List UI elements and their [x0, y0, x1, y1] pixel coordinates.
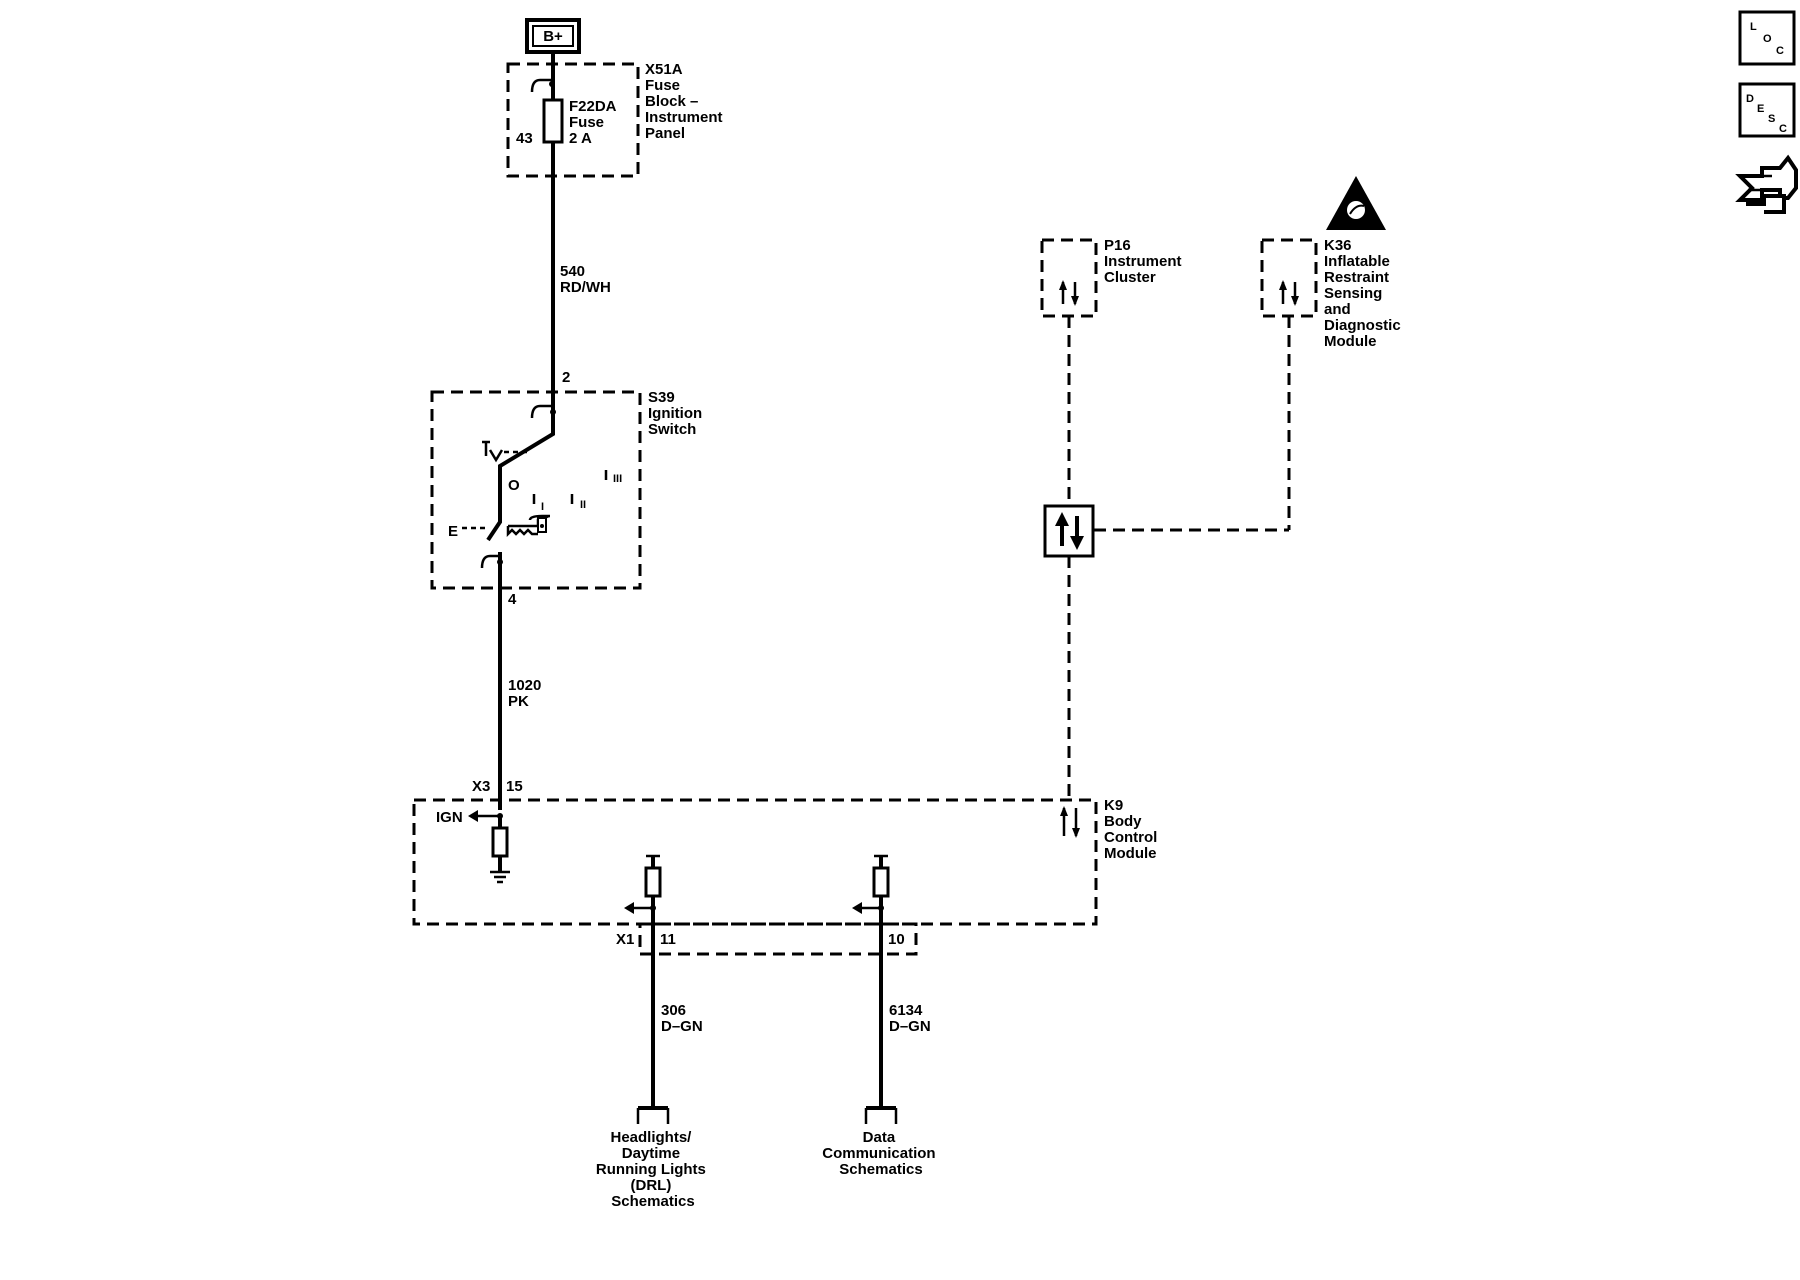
- svg-text:D: D: [1746, 93, 1754, 105]
- bcm-pin-11: 11: [660, 931, 676, 948]
- svg-text:L: L: [1750, 21, 1757, 33]
- fuse-label: F22DA Fuse 2 A: [569, 98, 620, 147]
- svg-text:C: C: [1776, 45, 1784, 57]
- ignition-switch-label: S39 Ignition Switch: [648, 389, 706, 438]
- ignition-switch-arm: [486, 412, 555, 542]
- battery-positive-box: B+: [525, 18, 581, 54]
- data-termination-icon: [864, 1106, 898, 1124]
- bidirectional-arrow-icon: [1279, 280, 1299, 306]
- bcm-label: K9 Body Control Module: [1104, 797, 1162, 862]
- airbag-module-label: K36 Inflatable Restraint Sensing and Dia…: [1324, 237, 1405, 350]
- bcm-pin-10: 10: [888, 931, 905, 948]
- wire-6134-label: 6134 D–GN: [889, 1002, 931, 1035]
- svg-text:O: O: [1763, 33, 1772, 45]
- fuse-f22da: [542, 98, 564, 144]
- bidirectional-arrow-icon: [1059, 280, 1079, 306]
- bcm-pin-15: 15: [506, 778, 523, 795]
- data-communication-schematics-link[interactable]: Data Communication Schematics: [822, 1129, 940, 1178]
- connector-x1: X1: [616, 931, 634, 948]
- data-output-circuit: [852, 854, 890, 914]
- ignition-switch-outline: [430, 390, 642, 590]
- connector-x3: X3: [472, 778, 490, 795]
- serial-data-splice-icon: [1043, 504, 1095, 558]
- key-icon: [506, 514, 551, 538]
- drl-termination-icon: [636, 1106, 670, 1124]
- airbag-module-outline: [1260, 238, 1318, 318]
- wire-306-label: 306 D–GN: [661, 1002, 703, 1035]
- svg-text:C: C: [1779, 123, 1787, 135]
- airbag-warning-icon: [1326, 176, 1386, 230]
- fuse-block-x51a: X51A Fuse Block – Instrument Panel F22DA…: [506, 61, 727, 178]
- ign-resistor: [491, 826, 509, 858]
- ground-icon: [490, 870, 510, 884]
- instrument-cluster-label: P16 Instrument Cluster: [1104, 237, 1186, 286]
- bidirectional-arrow-icon: [1060, 806, 1080, 838]
- description-icon[interactable]: D E S C: [1738, 82, 1796, 138]
- position-e: E: [448, 523, 458, 540]
- svg-text:S: S: [1768, 113, 1775, 125]
- fuse-block-label: X51A Fuse Block – Instrument Panel: [645, 61, 727, 142]
- fuse-pin-43: 43: [516, 130, 533, 147]
- ignition-switch-s39: 2 S39 Ignition Switch O I II III E: [430, 369, 706, 608]
- ignition-pin-2: 2: [562, 369, 570, 386]
- instrument-cluster-p16: P16 Instrument Cluster: [1040, 237, 1186, 318]
- fuse-block-outline: [506, 62, 640, 178]
- svg-text:E: E: [1757, 103, 1764, 115]
- drl-schematics-link[interactable]: Headlights/ Daytime Running Lights (DRL)…: [596, 1129, 710, 1210]
- position-start: II: [580, 499, 586, 511]
- bcm-outline: [412, 798, 1098, 926]
- accessory-symbol: [482, 440, 504, 463]
- position-off: O: [508, 477, 520, 494]
- wire-540-label: 540 RD/WH: [560, 263, 611, 296]
- connector-end-view-icon[interactable]: [1735, 154, 1798, 214]
- wire-1020-label: 1020 PK: [508, 677, 546, 710]
- fuse-block-terminal: [530, 78, 552, 93]
- drl-output-circuit: [624, 854, 662, 914]
- ignition-pin-4: 4: [508, 591, 517, 608]
- position-run: I: [541, 501, 544, 513]
- instrument-cluster-outline: [1040, 238, 1098, 318]
- airbag-module-k36: K36 Inflatable Restraint Sensing and Dia…: [1260, 176, 1405, 350]
- body-control-module-k9: X3 15 K9 Body Control Module IGN: [412, 778, 1162, 956]
- battery-label: B+: [543, 28, 563, 45]
- position-crank: III: [613, 473, 622, 485]
- ign-input-label: IGN: [436, 809, 463, 826]
- location-icon[interactable]: L O C: [1738, 10, 1796, 66]
- connector-x1-outline: [638, 922, 918, 956]
